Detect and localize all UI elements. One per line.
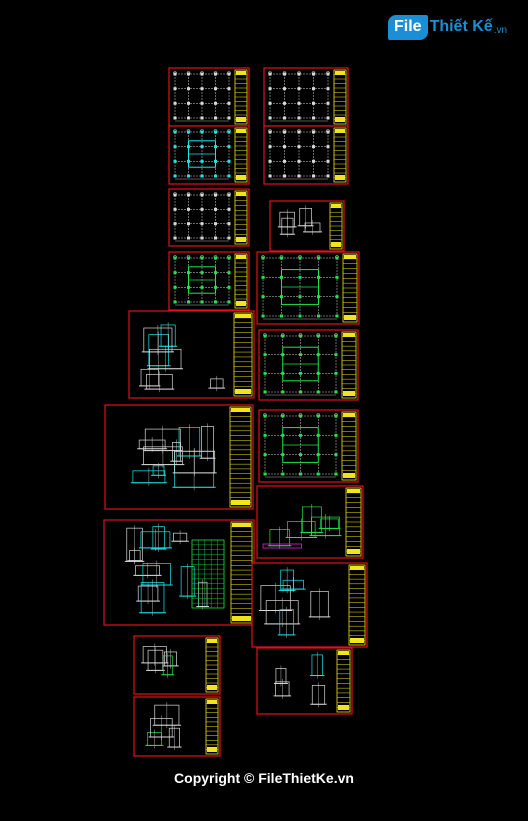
sheet-floor-plan-green[interactable] bbox=[168, 251, 250, 311]
sheet-beam-plan[interactable] bbox=[263, 125, 349, 185]
sheet-column-details-1[interactable] bbox=[128, 310, 255, 399]
sheet-slab-reinforcement-2[interactable] bbox=[258, 409, 359, 483]
sheet-foundation-plan-2[interactable] bbox=[263, 67, 349, 127]
sheet-slab-plan[interactable] bbox=[256, 251, 360, 325]
sheet-foundation-plan-1[interactable] bbox=[168, 67, 250, 127]
sheet-tank-details-2[interactable] bbox=[133, 696, 221, 757]
logo-thietke-part: Thiết Kế bbox=[429, 18, 493, 35]
sheet-beam-sections-2[interactable] bbox=[251, 562, 368, 648]
sheet-stair-detail[interactable] bbox=[269, 200, 345, 252]
sheet-schedule-tables[interactable] bbox=[191, 539, 225, 609]
logo-domain-part: .vn bbox=[493, 24, 508, 36]
logo-file-part: File bbox=[388, 14, 428, 40]
sheet-column-details-2[interactable] bbox=[104, 404, 254, 510]
sheet-tank-details-1[interactable] bbox=[133, 635, 221, 695]
copyright-text: Copyright © FileThietKe.vn bbox=[174, 770, 354, 786]
sheet-floor-framing[interactable] bbox=[168, 188, 250, 247]
sheet-pile-layout[interactable] bbox=[168, 125, 250, 185]
sheet-beam-sections-1[interactable] bbox=[103, 519, 255, 626]
filethietke-logo[interactable]: File Thiết Kế .vn bbox=[388, 12, 507, 42]
sheet-slab-reinforcement-1[interactable] bbox=[258, 329, 359, 401]
sheet-footing-details[interactable] bbox=[256, 647, 353, 715]
sheet-schedule-details[interactable] bbox=[256, 485, 364, 559]
